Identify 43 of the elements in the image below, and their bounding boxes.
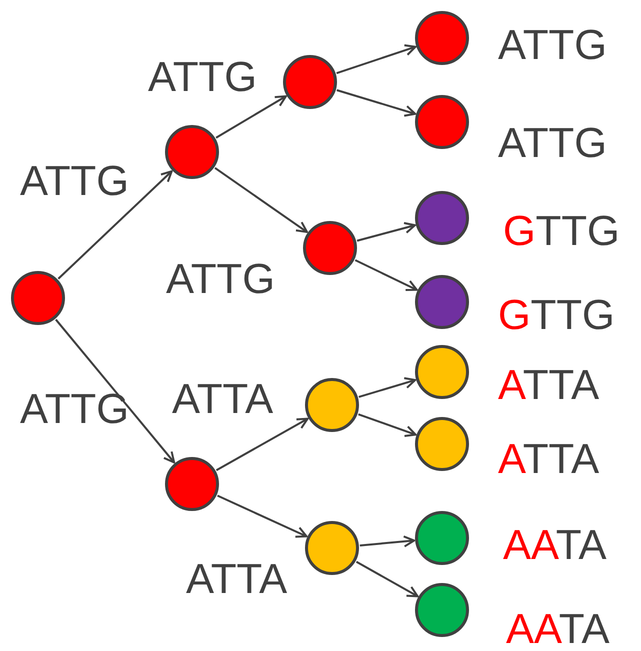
arrow <box>336 89 416 117</box>
sequence-label: AATA <box>503 522 606 568</box>
tree-node-circle <box>415 583 469 637</box>
arrow <box>336 44 416 74</box>
tree-node-circle <box>415 511 469 565</box>
tree-node-circle <box>415 275 469 329</box>
sequence-label: ATTG <box>20 386 129 432</box>
tree-node-circle <box>415 95 469 149</box>
sequence-label: AATA <box>506 606 610 651</box>
arrow <box>217 494 308 538</box>
arrow <box>58 170 173 280</box>
tree-node-circle <box>415 11 469 65</box>
sequence-label: ATTG <box>498 22 607 68</box>
tree-node-circle <box>283 55 337 109</box>
tree-node-circle <box>415 417 469 471</box>
arrow <box>214 167 308 233</box>
sequence-label: ATTA <box>172 376 274 422</box>
tree-node-circle <box>305 378 359 432</box>
arrow <box>356 560 419 598</box>
tree-node-circle <box>415 191 469 245</box>
sequence-label: ATTG <box>498 120 607 166</box>
sequence-label: ATTA <box>498 362 600 408</box>
arrow <box>360 535 416 548</box>
sequence-label: GTTG <box>503 208 620 254</box>
arrow <box>216 95 287 139</box>
arrow <box>216 418 309 472</box>
tree-node-circle <box>305 521 359 575</box>
arrow <box>358 413 417 438</box>
tree-node-circle <box>303 221 357 275</box>
sequence-label: ATTA <box>498 436 600 482</box>
sequence-label: ATTA <box>186 556 288 602</box>
arrow <box>358 377 416 398</box>
sequence-label: ATTG <box>166 256 275 302</box>
arrow <box>55 318 176 464</box>
tree-node-circle <box>11 271 65 325</box>
tree-node-circle <box>165 457 219 511</box>
tree-node-circle <box>415 345 469 399</box>
arrow <box>356 222 416 242</box>
sequence-label: ATTG <box>148 54 257 100</box>
sequence-label: ATTG <box>20 158 129 204</box>
sequence-label: GTTG <box>498 292 615 338</box>
tree-node-circle <box>165 125 219 179</box>
arrow <box>354 259 418 291</box>
